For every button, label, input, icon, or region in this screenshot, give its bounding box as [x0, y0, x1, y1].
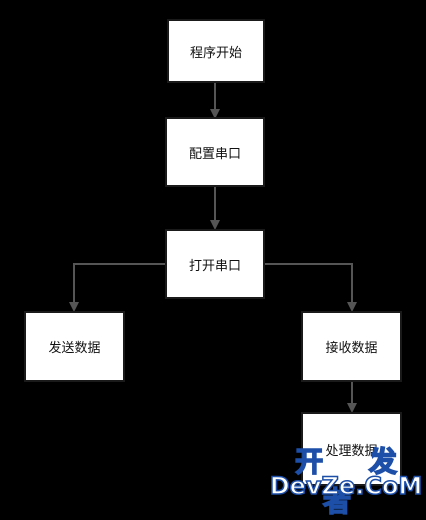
node-configure-serial: 配置串口	[165, 117, 265, 187]
node-process-data: 处理数据	[301, 412, 402, 486]
node-receive-data-label: 接收数据	[325, 341, 378, 356]
arrow-open-to-receive	[264, 263, 357, 312]
node-program-start-label: 程序开始	[189, 45, 242, 61]
node-process-data-label: 处理数据	[325, 443, 378, 459]
node-open-serial: 打开串口	[165, 229, 265, 299]
node-configure-serial-label: 配置串口	[188, 146, 241, 162]
arrow-open-to-send	[69, 263, 165, 312]
node-program-start: 程序开始	[167, 19, 265, 83]
node-receive-data: 接收数据	[301, 311, 402, 382]
node-send-data-label: 发送数据	[48, 341, 101, 356]
node-open-serial-label: 打开串口	[188, 258, 241, 274]
node-send-data: 发送数据	[24, 311, 125, 382]
connectors	[69, 82, 357, 413]
